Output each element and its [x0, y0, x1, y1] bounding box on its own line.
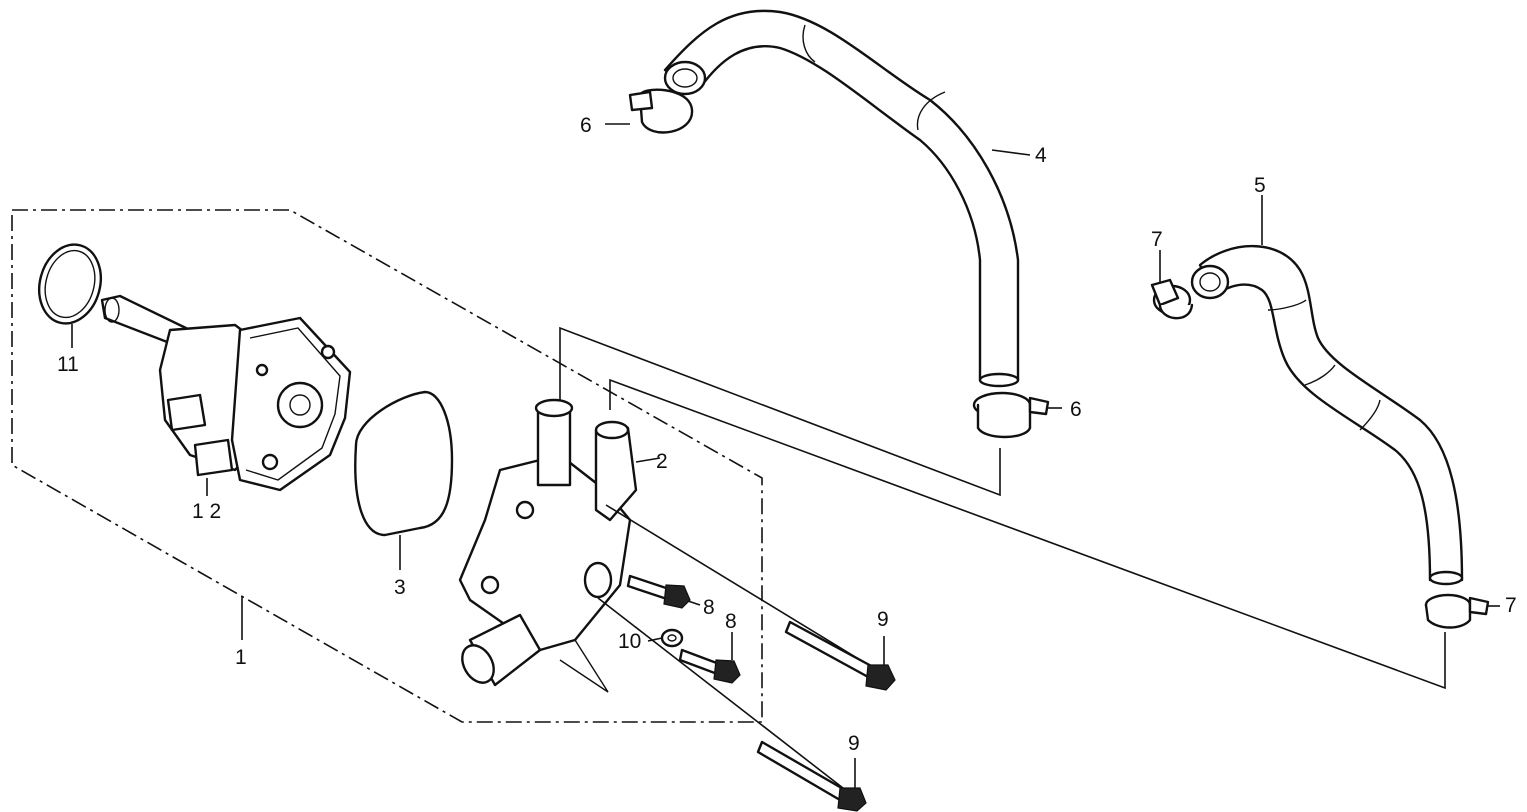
hose-clamp-part-6-lower[interactable]: [972, 391, 1050, 439]
pump-cover-part-2[interactable]: [456, 398, 638, 693]
leader-clamp-7-lower: [609, 378, 1446, 690]
callout-7a: 7: [1151, 228, 1163, 251]
callout-2: 2: [656, 450, 668, 473]
callout-11: 11: [57, 353, 79, 376]
callout-7b: 7: [1505, 594, 1517, 617]
gasket-part-3[interactable]: [354, 390, 454, 537]
leader-8a: [687, 600, 701, 606]
callout-8a: 8: [703, 596, 715, 619]
callout-1: 1: [235, 646, 247, 669]
callout-6b: 6: [1070, 398, 1082, 421]
bolt-part-8-lower[interactable]: [678, 648, 741, 684]
leader-10: [647, 637, 663, 642]
callout-3: 3: [394, 576, 406, 599]
hose-clamp-part-6-upper[interactable]: [628, 88, 694, 134]
bolt-part-9-lower[interactable]: [756, 740, 867, 812]
o-ring-part-11[interactable]: [31, 238, 110, 331]
water-pump-part-12[interactable]: [100, 294, 352, 492]
leader-4: [991, 149, 1031, 156]
hose-clamp-part-7-lower[interactable]: [1424, 593, 1490, 629]
callout-6a: 6: [580, 114, 592, 137]
callout-8b: 8: [725, 610, 737, 633]
hose-part-4[interactable]: [663, 9, 1020, 388]
leader-2: [635, 457, 661, 463]
bolt-part-9-upper[interactable]: [784, 620, 896, 691]
leader-clamp-6-lower: [559, 326, 1001, 497]
callout-12: 1 2: [192, 500, 221, 523]
callout-5: 5: [1254, 174, 1266, 197]
callout-10: 10: [618, 630, 641, 653]
hose-part-5[interactable]: [1190, 244, 1464, 586]
callout-9a: 9: [877, 608, 889, 631]
callout-9b: 9: [848, 732, 860, 755]
hose-clamp-part-7-upper[interactable]: [1150, 278, 1194, 320]
bolt-part-8-upper[interactable]: [626, 574, 691, 609]
leader-9b-line: [597, 597, 853, 796]
callout-4: 4: [1035, 144, 1047, 167]
leader-9a-line: [605, 504, 881, 673]
washer-part-10[interactable]: [660, 628, 684, 648]
